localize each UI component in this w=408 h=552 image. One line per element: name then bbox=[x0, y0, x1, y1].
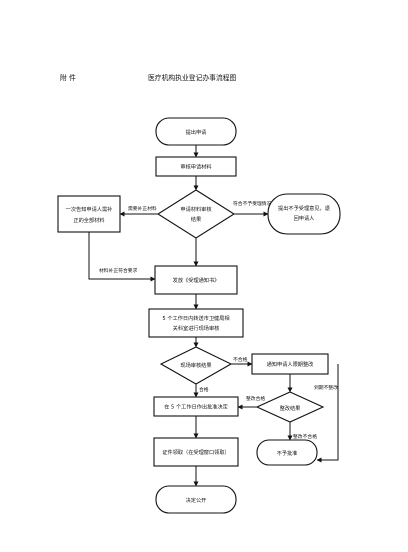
edge-label-does-not-meet: 符合不予受理情况 bbox=[233, 200, 272, 207]
process-shape bbox=[251, 353, 329, 375]
terminator-shape bbox=[155, 117, 237, 146]
node-onsite-label: 现场审核结果 bbox=[180, 361, 211, 369]
terminator-shape bbox=[256, 439, 318, 466]
arrow-notify-to-acceptance bbox=[88, 232, 156, 282]
decision-shape bbox=[156, 189, 236, 239]
node-reject: 提出不予受理意见，退 回申请人 bbox=[267, 193, 341, 235]
node-onsite-decision: 现场审核结果 bbox=[159, 346, 233, 385]
process-shape bbox=[153, 437, 239, 467]
decision-shape bbox=[255, 391, 325, 423]
node-notify-label-line1: 一次告知申请人需补 bbox=[66, 205, 114, 213]
decision-shape bbox=[159, 346, 233, 385]
terminator-shape bbox=[155, 485, 237, 514]
edge-label-rectify-unqualified: 整改不合格 bbox=[293, 433, 317, 440]
node-rectify-result: 整改结果 bbox=[255, 391, 325, 423]
node-transfer: 5 个工作日内转送市卫健局相 关科室进行现场审核 bbox=[148, 308, 244, 338]
node-review-materials-label: 审核申请材料 bbox=[180, 163, 211, 171]
node-review-materials: 审核申请材料 bbox=[155, 156, 237, 177]
process-shape bbox=[154, 265, 238, 295]
edge-label-needs-supplement: 需要补正材料 bbox=[128, 205, 157, 212]
terminator-shape bbox=[267, 193, 341, 235]
attachment-label: 附 件 bbox=[60, 73, 76, 82]
node-materials-decision: 申请材料审核 结果 bbox=[156, 189, 236, 239]
edge-label-rectify-qualified: 整改合格 bbox=[246, 395, 265, 402]
node-submit-label: 提出申请 bbox=[186, 128, 207, 136]
node-acceptance: 发放《受理通知书》 bbox=[154, 265, 238, 295]
node-license-pickup: 证件领取（在受理窗口领取） bbox=[153, 437, 239, 467]
node-publicize: 决定公开 bbox=[155, 485, 237, 514]
node-rectify-result-label: 整改结果 bbox=[280, 404, 301, 412]
node-submit: 提出申请 bbox=[155, 117, 237, 146]
node-rectify-notice: 通知申请人限期整改 bbox=[251, 353, 329, 375]
connectors bbox=[88, 145, 339, 487]
node-not-approved-label: 不予批准 bbox=[277, 449, 298, 457]
process-shape bbox=[57, 195, 121, 233]
node-decision-label-line2: 结果 bbox=[191, 215, 201, 223]
edge-label-supplement-ok: 材料补正符合要求 bbox=[99, 267, 138, 274]
edge-label-overdue-no-rectify: 到期不整改 bbox=[314, 384, 338, 391]
node-rectify-notice-label: 通知申请人限期整改 bbox=[267, 360, 315, 368]
node-license-label: 证件领取（在受理窗口领取） bbox=[162, 448, 229, 456]
arrow-rectify-overdue-to-not-approved bbox=[316, 364, 339, 463]
node-approve-label: 在 5 个工作日作出批准决定 bbox=[164, 403, 228, 411]
node-reject-label-line2: 回申请人 bbox=[294, 214, 315, 222]
node-publicize-label: 决定公开 bbox=[186, 496, 207, 504]
edge-label-qualified: 合格 bbox=[199, 386, 209, 393]
node-notify-supplement: 一次告知申请人需补 正的全部材料 bbox=[57, 195, 121, 233]
node-acceptance-label: 发放《受理通知书》 bbox=[173, 276, 220, 284]
node-transfer-label-line1: 5 个工作日内转送市卫健局相 bbox=[162, 314, 229, 322]
node-notify-label-line2: 正的全部材料 bbox=[73, 216, 104, 224]
node-reject-label-line1: 提出不予受理意见，退 bbox=[278, 204, 330, 212]
node-decision-label-line1: 申请材料审核 bbox=[180, 205, 211, 213]
node-not-approved: 不予批准 bbox=[256, 439, 318, 466]
node-approve-decision: 在 5 个工作日作出批准决定 bbox=[153, 396, 239, 417]
process-shape bbox=[148, 308, 244, 338]
process-shape bbox=[155, 156, 237, 177]
edge-label-unqualified: 不合格 bbox=[233, 356, 248, 363]
page-title: 医疗机构执业登记办事流程图 bbox=[148, 73, 237, 82]
process-shape bbox=[153, 396, 239, 417]
node-transfer-label-line2: 关科室进行现场审核 bbox=[173, 324, 220, 332]
